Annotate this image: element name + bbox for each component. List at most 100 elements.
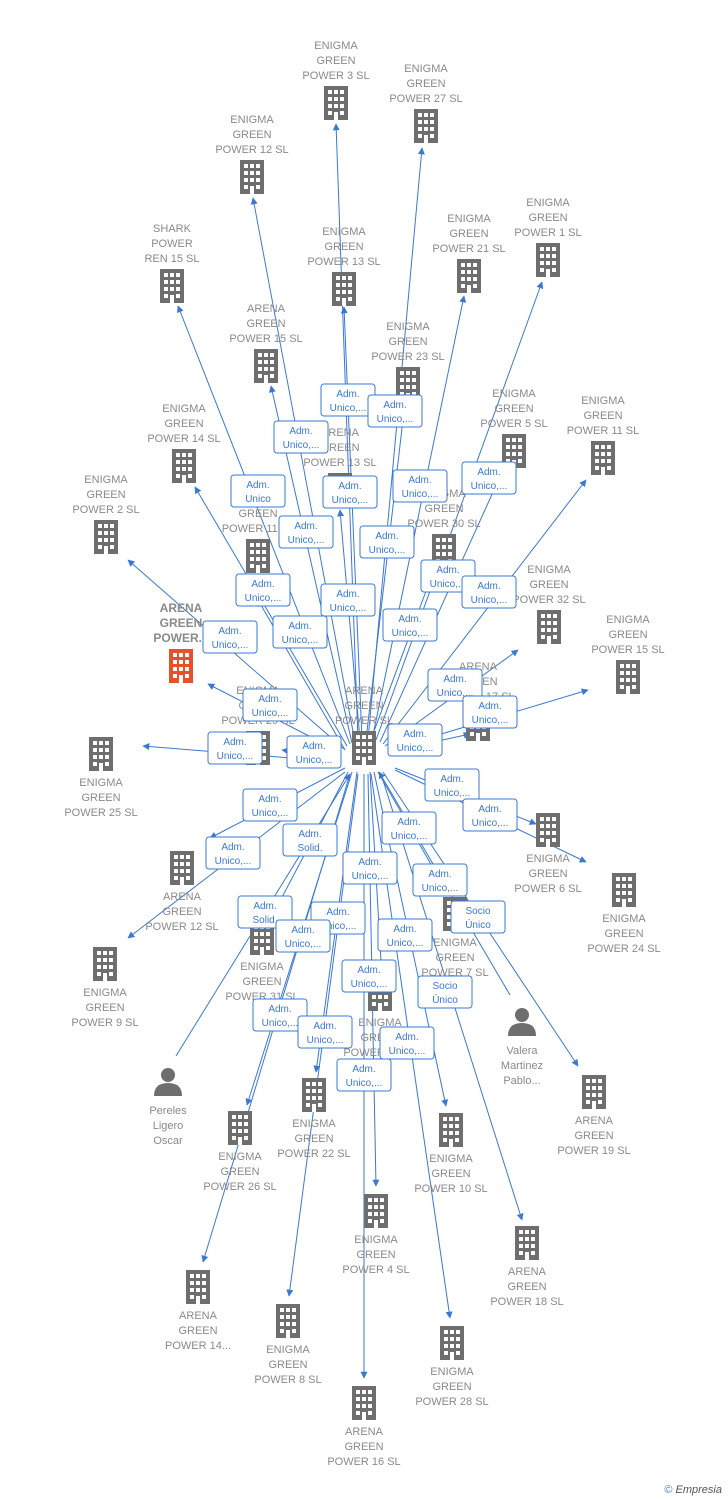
relation-label[interactable]: Adm.Unico,... (424, 768, 480, 802)
relation-label[interactable]: Adm.Unico,... (272, 615, 328, 649)
relation-label[interactable]: Adm.Unico,... (320, 583, 376, 617)
node-label-line: POWER 28 SL (415, 1396, 488, 1408)
node-label-line: POWER 6 SL (514, 883, 581, 895)
person-node[interactable]: ValeraMartinezPablo... (501, 1008, 543, 1087)
relation-label[interactable]: Adm.Unico,... (336, 1058, 392, 1092)
relation-label[interactable]: Adm.Unico,... (367, 394, 423, 428)
relation-label-text: Adm. (336, 589, 359, 600)
node-label-line: ENIGMA (314, 40, 358, 52)
relation-label[interactable]: Adm.Unico,... (278, 515, 334, 549)
relation-label[interactable]: Adm.Unico,... (387, 723, 443, 757)
relation-label[interactable]: Adm.Unico,... (286, 735, 342, 769)
node-label-line: GREEN (432, 1381, 471, 1393)
empresia-logo: Empresia (675, 1484, 722, 1496)
relation-label-box (379, 1026, 435, 1060)
relation-label[interactable]: Adm.Unico,... (202, 620, 258, 654)
relation-label[interactable]: Adm.Unico,... (461, 461, 517, 495)
node-label-line: GREEN (494, 403, 533, 415)
relation-label[interactable]: Adm.Unico,... (322, 475, 378, 509)
node-label-line: GREEN (435, 952, 474, 964)
relation-label-text: Adm. (294, 521, 317, 532)
relation-label[interactable]: Adm.Unico,... (242, 688, 298, 722)
relation-label[interactable]: Adm.Unico,... (427, 668, 483, 702)
node-label-line: ENIGMA (386, 321, 430, 333)
relation-label[interactable]: Adm.Unico,... (392, 469, 448, 503)
relation-label-box (320, 583, 376, 617)
relation-label[interactable]: Adm.Unico (230, 474, 286, 508)
building-icon (582, 1075, 606, 1109)
node-label-line: POWER 16 SL (327, 1456, 400, 1468)
relation-label[interactable]: Adm.Unico,... (342, 851, 398, 885)
node-label-line: GREEN (344, 700, 383, 712)
relation-label-box (462, 798, 518, 832)
node-label-line: Pereles (149, 1105, 187, 1117)
relation-edge (375, 281, 544, 741)
relation-label[interactable]: Adm.Unico,... (235, 573, 291, 607)
relation-label[interactable]: Adm.Unico,... (359, 525, 415, 559)
building-icon (89, 737, 113, 771)
relation-label[interactable]: Adm.Unico,... (275, 919, 331, 953)
relation-label[interactable]: Adm.Unico,... (320, 383, 376, 417)
relation-label[interactable]: Adm.Unico,... (382, 608, 438, 642)
relation-label-text: Adm. (478, 804, 501, 815)
relation-label[interactable]: Adm.Unico,... (462, 798, 518, 832)
relation-label[interactable]: Adm.Unico,... (461, 575, 517, 609)
relation-label[interactable]: Adm.Unico,... (381, 811, 437, 845)
relation-label-box (392, 469, 448, 503)
relation-label[interactable]: Adm.Unico,... (273, 420, 329, 454)
relation-label[interactable]: Adm.Unico,... (252, 998, 308, 1032)
relation-label[interactable]: Adm.Unico,... (341, 959, 397, 993)
copyright-notice[interactable]: © Empresia (664, 1484, 722, 1496)
relation-label[interactable]: Adm.Unico,... (412, 863, 468, 897)
relation-label[interactable]: Adm.Unico,... (377, 918, 433, 952)
relation-label-box (381, 811, 437, 845)
relation-label[interactable]: Adm.Unico,... (462, 695, 518, 729)
node-label-line: GREEN (507, 1281, 546, 1293)
relation-label[interactable]: Adm.Unico,... (242, 788, 298, 822)
relation-label[interactable]: Adm.Unico,... (207, 731, 263, 765)
relation-label-text: Adm. (268, 1004, 291, 1015)
relation-label[interactable]: Adm.Unico,... (297, 1015, 353, 1049)
relation-label[interactable]: Adm.Solid. (282, 823, 338, 857)
relation-label[interactable]: Adm.Unico,... (205, 836, 261, 870)
node-label-line: GREEN (583, 410, 622, 422)
relation-label[interactable]: Adm.Unico,... (379, 1026, 435, 1060)
company-node[interactable]: ARENAGREENPOWER... (153, 601, 209, 683)
